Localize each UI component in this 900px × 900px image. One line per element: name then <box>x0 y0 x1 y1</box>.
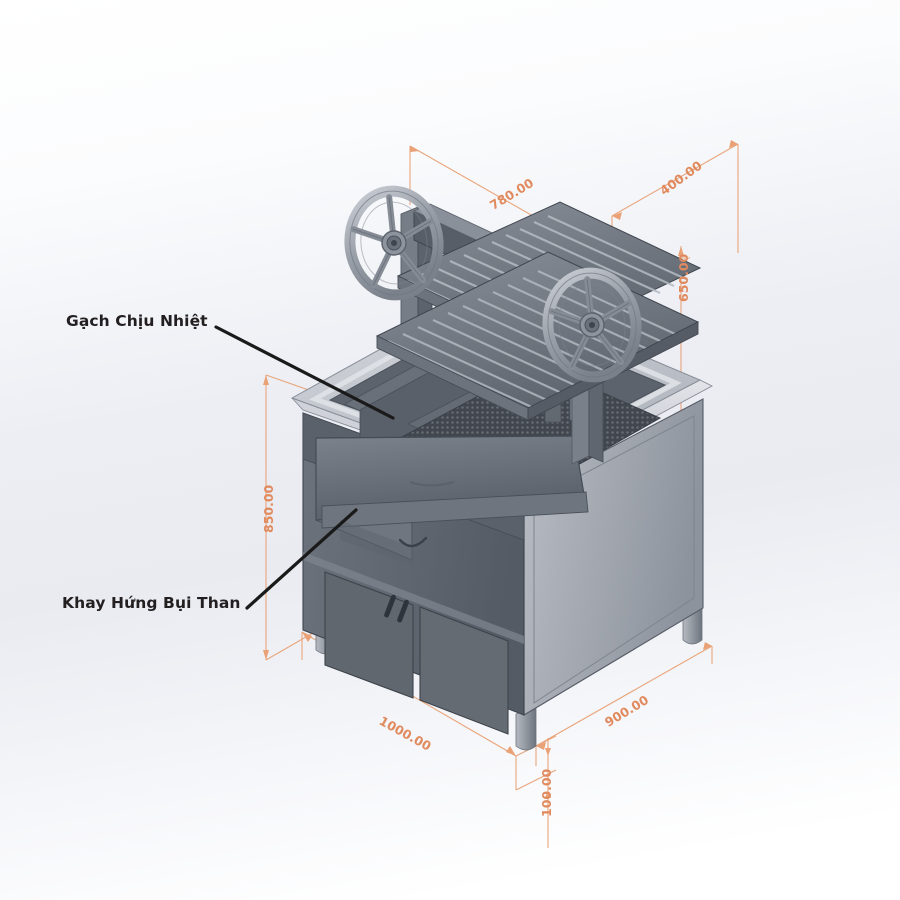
leader-heat-brick <box>214 325 395 420</box>
leader-ash-tray <box>245 508 358 610</box>
door-handle-icon[interactable] <box>383 594 409 623</box>
leader-lines <box>214 325 395 610</box>
ash-tray-handle-icon[interactable] <box>398 536 428 548</box>
dimension-foot-height: 100.00 <box>539 768 554 817</box>
dimension-total-height: 850.00 <box>261 484 276 533</box>
callout-label-ash-tray: Khay Hứng Bụi Than <box>62 594 241 612</box>
ash-tray[interactable] <box>315 435 589 566</box>
grill-grate-assembly <box>375 201 702 421</box>
cabinet-door-right[interactable] <box>419 606 509 735</box>
callout-label-heat-brick: Gạch Chịu Nhiệt <box>66 312 208 330</box>
dimension-grill-height: 650.00 <box>676 253 691 302</box>
